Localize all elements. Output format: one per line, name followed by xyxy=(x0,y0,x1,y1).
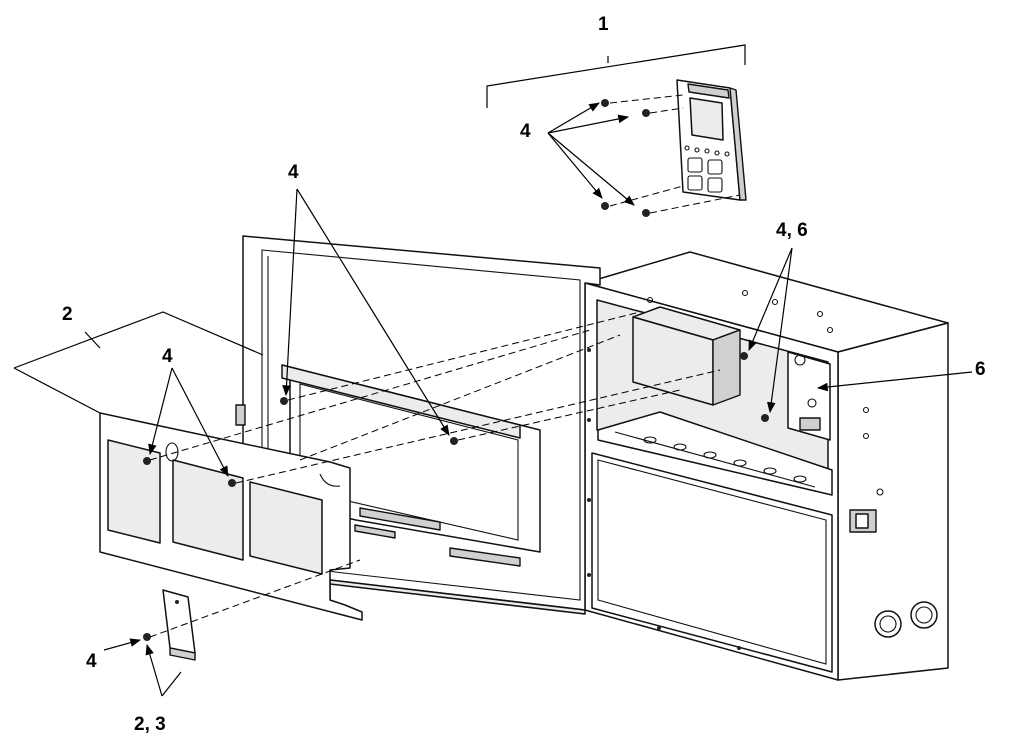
callout-4-6: 4, 6 xyxy=(776,220,808,241)
callout-2: 2 xyxy=(62,304,73,325)
callout-4-top-right: 4 xyxy=(520,121,531,142)
brace-item-2 xyxy=(13,311,264,414)
callout-1: 1 xyxy=(598,14,609,35)
callout-6: 6 xyxy=(975,359,986,380)
leader-arrows xyxy=(103,102,973,697)
callout-labels: 1 4 4 4, 6 2 4 6 4 2, 3 xyxy=(62,14,986,735)
callout-2-3: 2, 3 xyxy=(134,714,166,735)
assembly-lines xyxy=(149,94,741,638)
callout-4-bottom: 4 xyxy=(86,651,97,672)
display-module xyxy=(676,79,747,201)
enclosure-body xyxy=(584,251,949,681)
callout-4-left: 4 xyxy=(162,346,173,367)
cover-plate xyxy=(99,412,363,621)
small-bracket xyxy=(162,589,196,661)
screws xyxy=(143,99,769,641)
brace-item-1 xyxy=(486,44,746,108)
callout-4-center: 4 xyxy=(288,162,299,183)
